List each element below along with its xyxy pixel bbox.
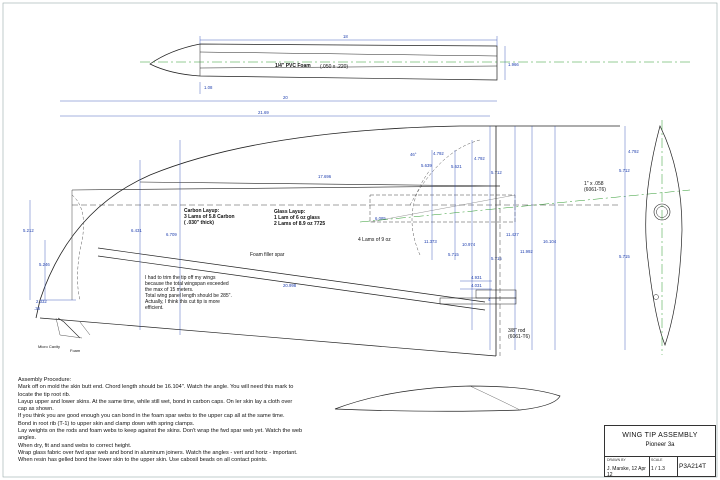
dim-5715b: 5.715 <box>491 256 502 261</box>
drawing-number-cell: P3A214T <box>677 457 715 477</box>
tube-label-2: (6061-T6) <box>584 187 606 193</box>
tube-label-1: 1" x .058 <box>584 181 604 187</box>
procedure-line: cap as shown. <box>18 406 54 413</box>
dim-20998: 20.998 <box>283 283 297 288</box>
procedure-line: When resin has gelled bond the lower ski… <box>18 457 268 464</box>
dim-10974: 10.974 <box>462 242 476 247</box>
dim-span-21: 21.69 <box>258 110 269 115</box>
procedure-line: angles. <box>18 435 37 442</box>
procedure-line: locate the tip root rib. <box>18 391 71 398</box>
glass-layup-line1: 1 Lam of 6 oz glass <box>274 215 320 221</box>
carbon-layup-line2: ( .030" thick) <box>184 220 214 226</box>
procedure-line: Assembly Procedure: <box>18 377 72 383</box>
procedure-line: Mark off on mold the skin butt end. Chor… <box>18 384 294 391</box>
lams-label: 4 Lams of 9 oz <box>358 237 391 243</box>
dim-4031: 4.031 <box>471 283 482 288</box>
procedure-line: When dry, fit and sand webs to correct h… <box>18 442 132 449</box>
dim-5712a: 5.712 <box>491 170 502 175</box>
dim-11373: 11.373 <box>424 239 437 244</box>
foam-filler-label: Foam filler spar <box>250 252 285 258</box>
wing-plan-view: 20 21.69 Micro Cavity Foam 5.212 5.246 2… <box>23 95 691 357</box>
assembly-procedure: Assembly Procedure: Mark off on mold the… <box>18 377 318 465</box>
dim-top-tip: 1.08 <box>204 85 213 90</box>
dim-5715a: 5.715 <box>448 252 459 257</box>
dim-top-root: 1.966 <box>508 62 519 67</box>
drawing-title: WING TIP ASSEMBLY <box>622 432 698 439</box>
scale-value: 1 / 1.3 <box>651 466 665 472</box>
dim-17696: 17.696 <box>318 174 332 179</box>
dim-11427: 11.427 <box>506 232 519 237</box>
dim-6085: 6.085 <box>375 216 386 221</box>
dim-6431: 6.431 <box>131 228 142 233</box>
dim-11992: 11.992 <box>520 249 533 254</box>
drawn-by-value: J. Marske, 12 Apr 12 <box>607 466 646 478</box>
rod-label-2: (6061-T6) <box>508 334 530 340</box>
dim-4931: 4.931 <box>471 275 482 280</box>
trim-note-3: the max of 15 meters. <box>145 287 193 293</box>
glass-layup-line2: 2 Lams of 8.9 oz 7725 <box>274 221 325 227</box>
rear-rod-circle <box>653 294 659 300</box>
title-block: WING TIP ASSEMBLY Pioneer 3a DRAWN BY J.… <box>604 425 716 478</box>
drawing-number: P3A214T <box>679 463 707 470</box>
procedure-line: Wrap glass fabric over fwd spar web and … <box>18 449 298 456</box>
dim-2332: 2.332 <box>36 299 47 304</box>
micro-cavity-label: Micro Cavity <box>38 344 60 349</box>
trim-note-4: Total wing panel length should be 285". <box>145 293 232 299</box>
top-foam-view: 18 1.966 1.08 1/4" PVC Foam (.050 x .220… <box>140 34 690 94</box>
glass-layup-title: Glass Layup: <box>274 209 306 215</box>
dim-46: 46° <box>410 152 417 157</box>
title-block-row: DRAWN BY J. Marske, 12 Apr 12 SCALE 1 / … <box>605 456 715 478</box>
dim-5712b: 5.712 <box>619 168 630 173</box>
dim-6709: 6.709 <box>166 232 177 237</box>
dim-overall-span: 20 <box>283 95 288 100</box>
dim-5639: 5.639 <box>421 163 432 168</box>
dim-5621: 5.621 <box>451 164 462 169</box>
dim-4792b: 4.792 <box>474 156 485 161</box>
procedure-line: Layup upper and lower skins. At the same… <box>18 398 293 405</box>
scale-cell: SCALE 1 / 1.3 <box>649 457 678 477</box>
carbon-layup-line1: 3 Lams of 5.8 Carbon <box>184 214 235 220</box>
dim-4: 4 <box>488 297 491 302</box>
scale-caption: SCALE <box>651 458 663 462</box>
pvc-foam-label: 1/4" PVC Foam <box>275 63 311 69</box>
trim-note-6: efficient. <box>145 305 164 311</box>
dim-5212: 5.212 <box>23 228 34 233</box>
dim-5246: 5.246 <box>39 262 50 267</box>
carbon-layup-title: Carbon Layup: <box>184 208 220 214</box>
dim-36: .36 <box>34 306 41 311</box>
foam-label: Foam <box>70 348 81 353</box>
rod-label-1: 3/8" rod <box>508 328 526 334</box>
root-rib-profile: 1" x .058 (6061-T6) 4.792 5.712 5.715 <box>584 120 683 355</box>
trim-note-5: Actually, I think this cut tip is more <box>145 299 220 305</box>
dim-16104: 16.104 <box>543 239 557 244</box>
procedure-line: Lay weights on the rods and foam webs to… <box>18 428 303 435</box>
airfoil-section <box>334 385 561 412</box>
dim-4792c: 4.792 <box>628 149 639 154</box>
drawing-subtitle: Pioneer 3a <box>645 442 675 448</box>
trim-note-1: I had to trim the tip off my wings <box>145 275 216 281</box>
procedure-line: Bond in root rib (T-1) to upper skin and… <box>18 420 195 427</box>
procedure-line: If you think you are good enough you can… <box>18 413 285 420</box>
dim-top-span: 18 <box>343 34 348 39</box>
dim-4792a: 4.792 <box>433 151 444 156</box>
drawn-by-cell: DRAWN BY J. Marske, 12 Apr 12 <box>605 457 650 478</box>
trim-note-2: because the total wingspan exceeded <box>145 281 229 287</box>
pvc-thickness-label: (.050 x .220) <box>320 64 348 70</box>
drawn-by-caption: DRAWN BY <box>607 458 626 462</box>
dim-5715c: 5.715 <box>619 254 630 259</box>
